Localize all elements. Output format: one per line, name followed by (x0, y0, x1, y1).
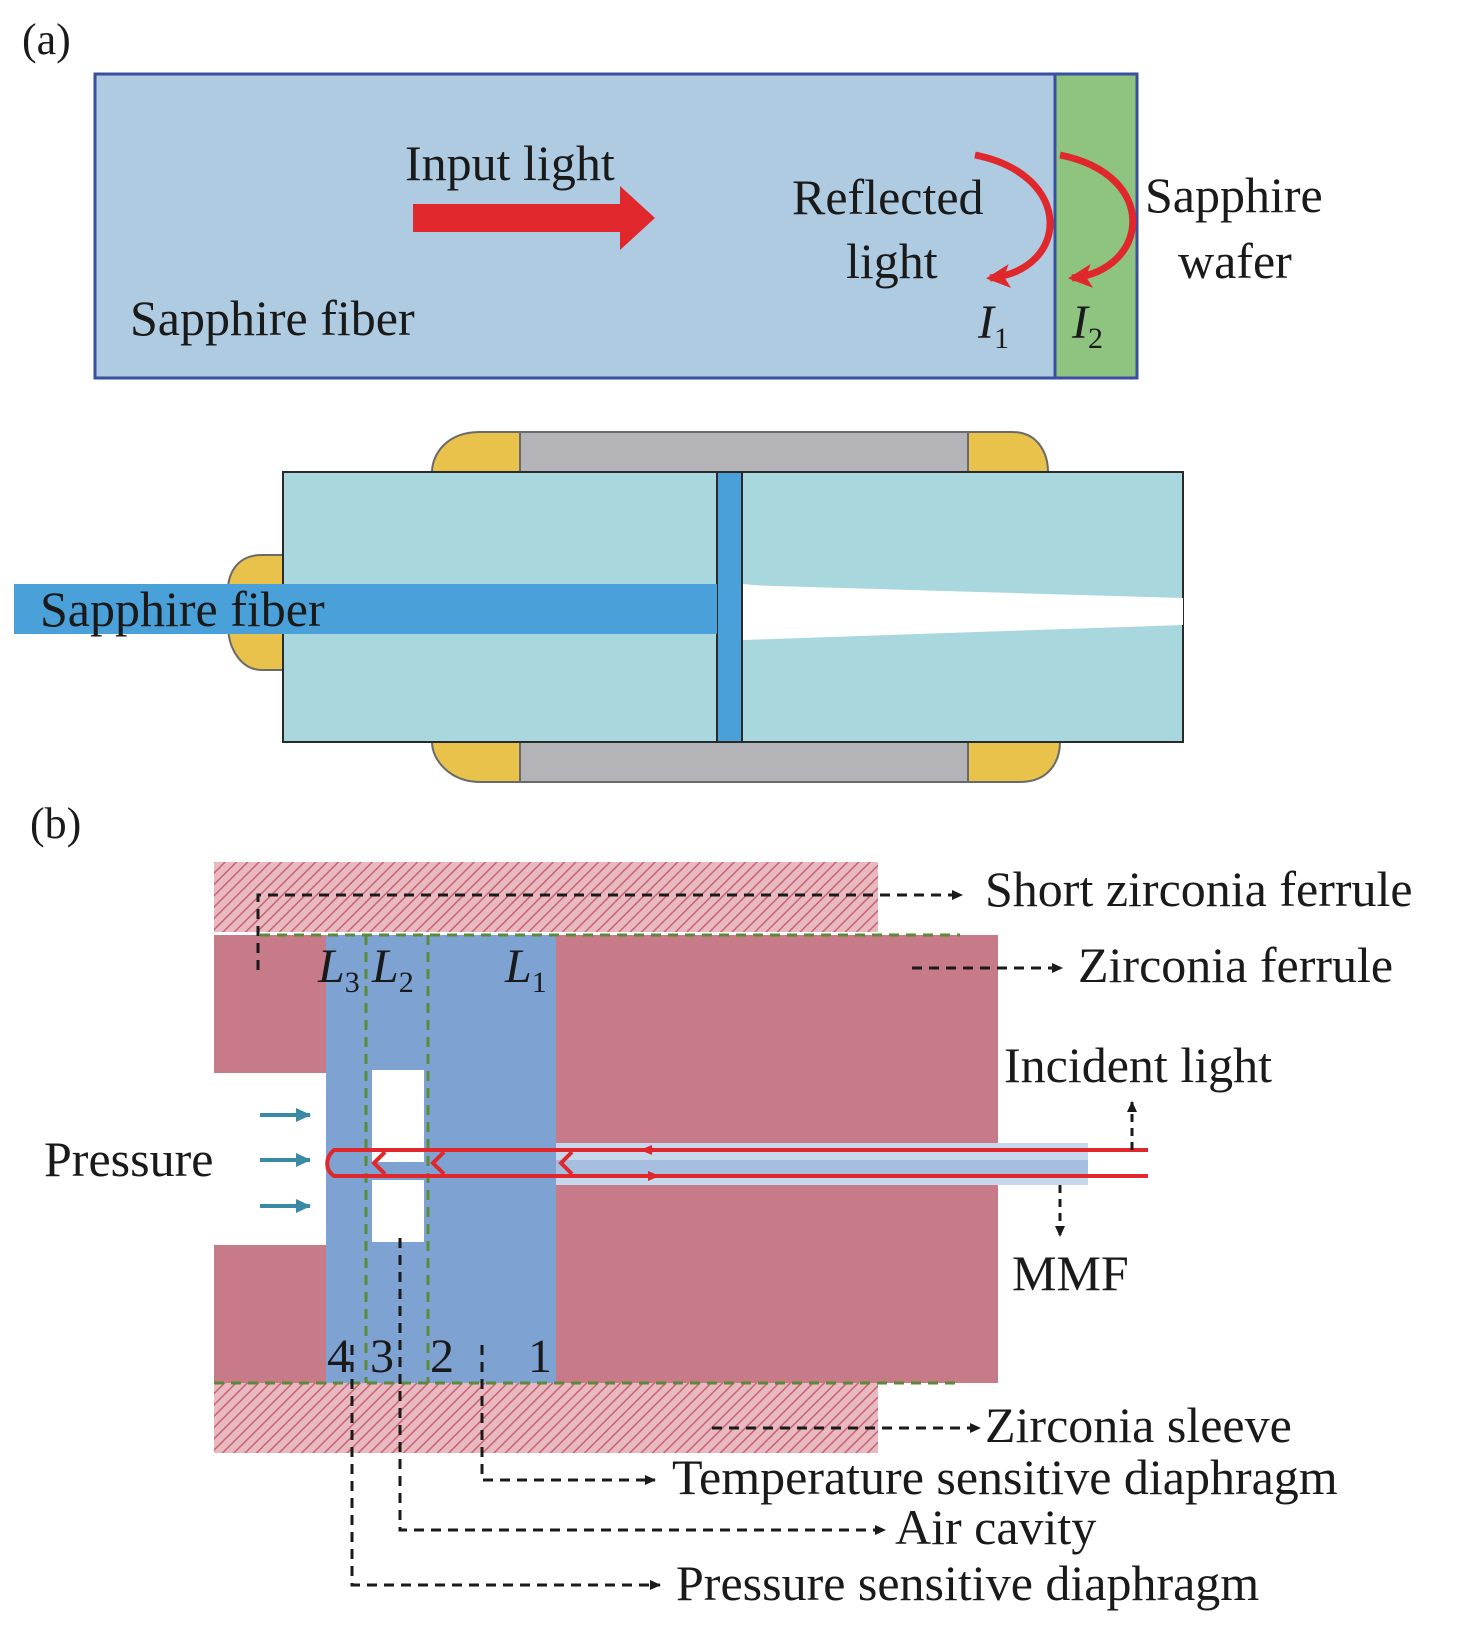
leader-short-ferrule (256, 890, 963, 970)
l3-label: L3 (317, 940, 360, 999)
panel-a-label: (a) (22, 15, 71, 64)
gold-cap-bottom-left (430, 741, 521, 783)
reflection-chevron-2 (430, 1150, 446, 1176)
panel-b-label: (b) (30, 799, 81, 848)
bottom-gray-sleeve (519, 741, 969, 783)
wafer-divider (716, 471, 743, 743)
leader-air-cavity (398, 1238, 886, 1535)
input-light-label: Input light (405, 135, 615, 191)
leader-pressure-diaphragm (350, 1345, 661, 1590)
reflected-light-label-1: Reflected (792, 169, 984, 225)
sapphire-wafer-block (1053, 72, 1139, 380)
reflection-chevron-3 (371, 1150, 387, 1176)
gold-cap-bottom-right (967, 741, 1062, 783)
num-2-label: 2 (430, 1330, 454, 1383)
reflected-arrow-i1 (974, 151, 1054, 288)
sapphire-fiber-label: Sapphire fiber (130, 290, 415, 346)
zirconia-ferrule-label: Zirconia ferrule (1078, 937, 1393, 993)
left-ferrule-top (214, 935, 326, 1073)
air-cavity-label: Air cavity (895, 1499, 1096, 1555)
mmf-label: MMF (1012, 1245, 1129, 1301)
mmf-core (556, 1160, 1088, 1174)
pressure-label: Pressure (44, 1131, 213, 1187)
top-gray-sleeve (519, 431, 969, 473)
l1-label: L1 (504, 940, 547, 999)
air-cavity-bottom (372, 1180, 424, 1242)
incident-light-label: Incident light (1004, 1037, 1272, 1093)
zirconia-sleeve (214, 1383, 878, 1453)
temperature-sensitive-diaphragm-label: Temperature sensitive diaphragm (672, 1449, 1338, 1505)
reflected-arrow-i2 (1059, 151, 1137, 288)
reflected-light-label-2: light (846, 233, 938, 289)
pressure-sensitive-diaphragm-label: Pressure sensitive diaphragm (676, 1555, 1259, 1611)
tapered-cavity-fill (742, 584, 1183, 640)
gold-cap-top-left (430, 431, 521, 473)
num-1-label: 1 (528, 1330, 552, 1383)
gold-cap-top-right (967, 431, 1050, 473)
diaphragm-region (326, 935, 556, 1383)
short-zirconia-ferrule-label: Short zirconia ferrule (985, 861, 1413, 917)
light-ray-path (325, 1148, 1148, 1178)
i2-label: I2 (1071, 296, 1103, 355)
sapphire-fiber-rod (14, 584, 717, 634)
air-cavity-top (372, 1070, 424, 1162)
l2-label: L2 (371, 940, 414, 999)
short-zirconia-ferrule (214, 862, 878, 932)
sapphire-wafer-label-1: Sapphire (1145, 167, 1323, 223)
reflection-chevron-1 (558, 1150, 574, 1176)
zirconia-sleeve-label: Zirconia sleeve (985, 1397, 1292, 1453)
num-4-label: 4 (327, 1330, 351, 1383)
left-ferrule-bottom (214, 1245, 326, 1383)
lower-fiber-label: Sapphire fiber (40, 581, 325, 637)
input-light-arrow (413, 186, 655, 250)
sapphire-wafer-label-2: wafer (1178, 233, 1292, 289)
num-3-label: 3 (370, 1330, 394, 1383)
i1-label: I1 (977, 296, 1009, 355)
